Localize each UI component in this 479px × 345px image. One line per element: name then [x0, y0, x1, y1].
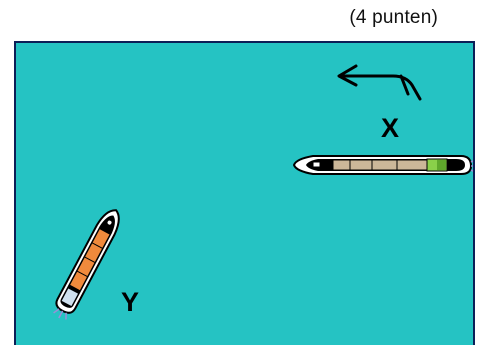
ship-x-label: X: [381, 113, 400, 143]
water: [16, 43, 473, 345]
sea-scene: X Y: [14, 41, 475, 345]
sea-canvas: [16, 43, 473, 345]
ship-y-label: Y: [121, 287, 140, 317]
wind-arrow-icon: [337, 64, 422, 101]
points-label: (4 punten): [349, 7, 438, 28]
ship-x-deck: [332, 159, 428, 171]
ship-y-wake: [53, 308, 67, 320]
ship-x-wake: [470, 160, 473, 172]
ship-x: [292, 155, 473, 175]
ship-y: [53, 209, 120, 320]
ship-y-bridge: [60, 287, 80, 308]
